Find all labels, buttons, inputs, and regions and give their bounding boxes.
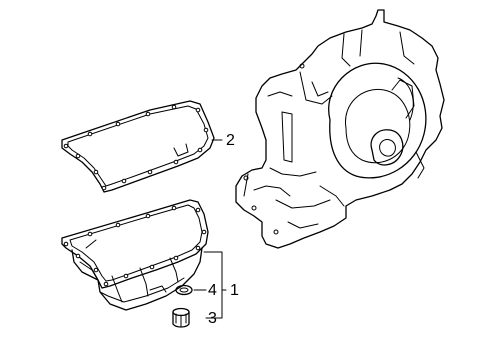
drain-plug-washer xyxy=(175,284,193,296)
drain-plug xyxy=(172,307,190,328)
oil-pan xyxy=(61,199,209,311)
transmission-case xyxy=(235,9,445,249)
callout-2: 2 xyxy=(226,132,235,149)
leader-lines xyxy=(193,139,227,319)
callout-4: 4 xyxy=(208,282,217,299)
callout-1: 1 xyxy=(230,282,239,299)
callout-3: 3 xyxy=(208,310,217,327)
oil-pan-gasket xyxy=(61,100,215,193)
